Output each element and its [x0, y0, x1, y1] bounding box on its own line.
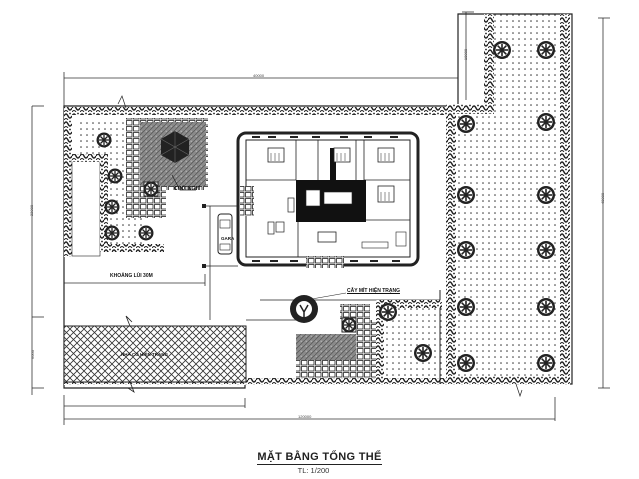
drawing-title: MẶT BẰNG TỔNG THỂ — [0, 451, 639, 465]
garage — [202, 204, 238, 268]
site-boundary — [63, 13, 573, 389]
dim-left-height: 22000 — [29, 204, 35, 217]
dimension-lines — [31, 11, 610, 425]
garage-label: GARA — [221, 236, 235, 241]
house-floorplan — [236, 131, 420, 268]
existing-jackfruit-tree — [290, 292, 347, 323]
dim-right-upper: 10000 — [463, 48, 469, 61]
pavilion-label: CHÒI NGHỈ — [174, 186, 201, 192]
right-upper-lawn — [484, 14, 570, 108]
dim-top-width: 40000 — [253, 73, 265, 78]
existing-house-area — [63, 325, 247, 383]
hedge-bottom — [64, 378, 446, 385]
drawing-scale: TL: 1/200 — [297, 466, 330, 475]
existing-tree-label: CÂY MÍT HIỆN TRẠNG — [347, 288, 400, 294]
existing-house-label: NHÀ CÓ HIỆN TRẠNG — [121, 352, 168, 357]
dim-bottom-total: 120000 — [298, 414, 312, 419]
hedge-left — [64, 107, 72, 257]
dim-left-lower: 6000 — [29, 350, 35, 359]
hedge-top — [64, 107, 446, 115]
drawing-title-text: MẶT BẰNG TỔNG THỂ — [257, 451, 382, 465]
dim-right-total: 40000 — [600, 192, 606, 205]
setback-label: KHOẢNG LÙI 30M — [110, 273, 153, 279]
